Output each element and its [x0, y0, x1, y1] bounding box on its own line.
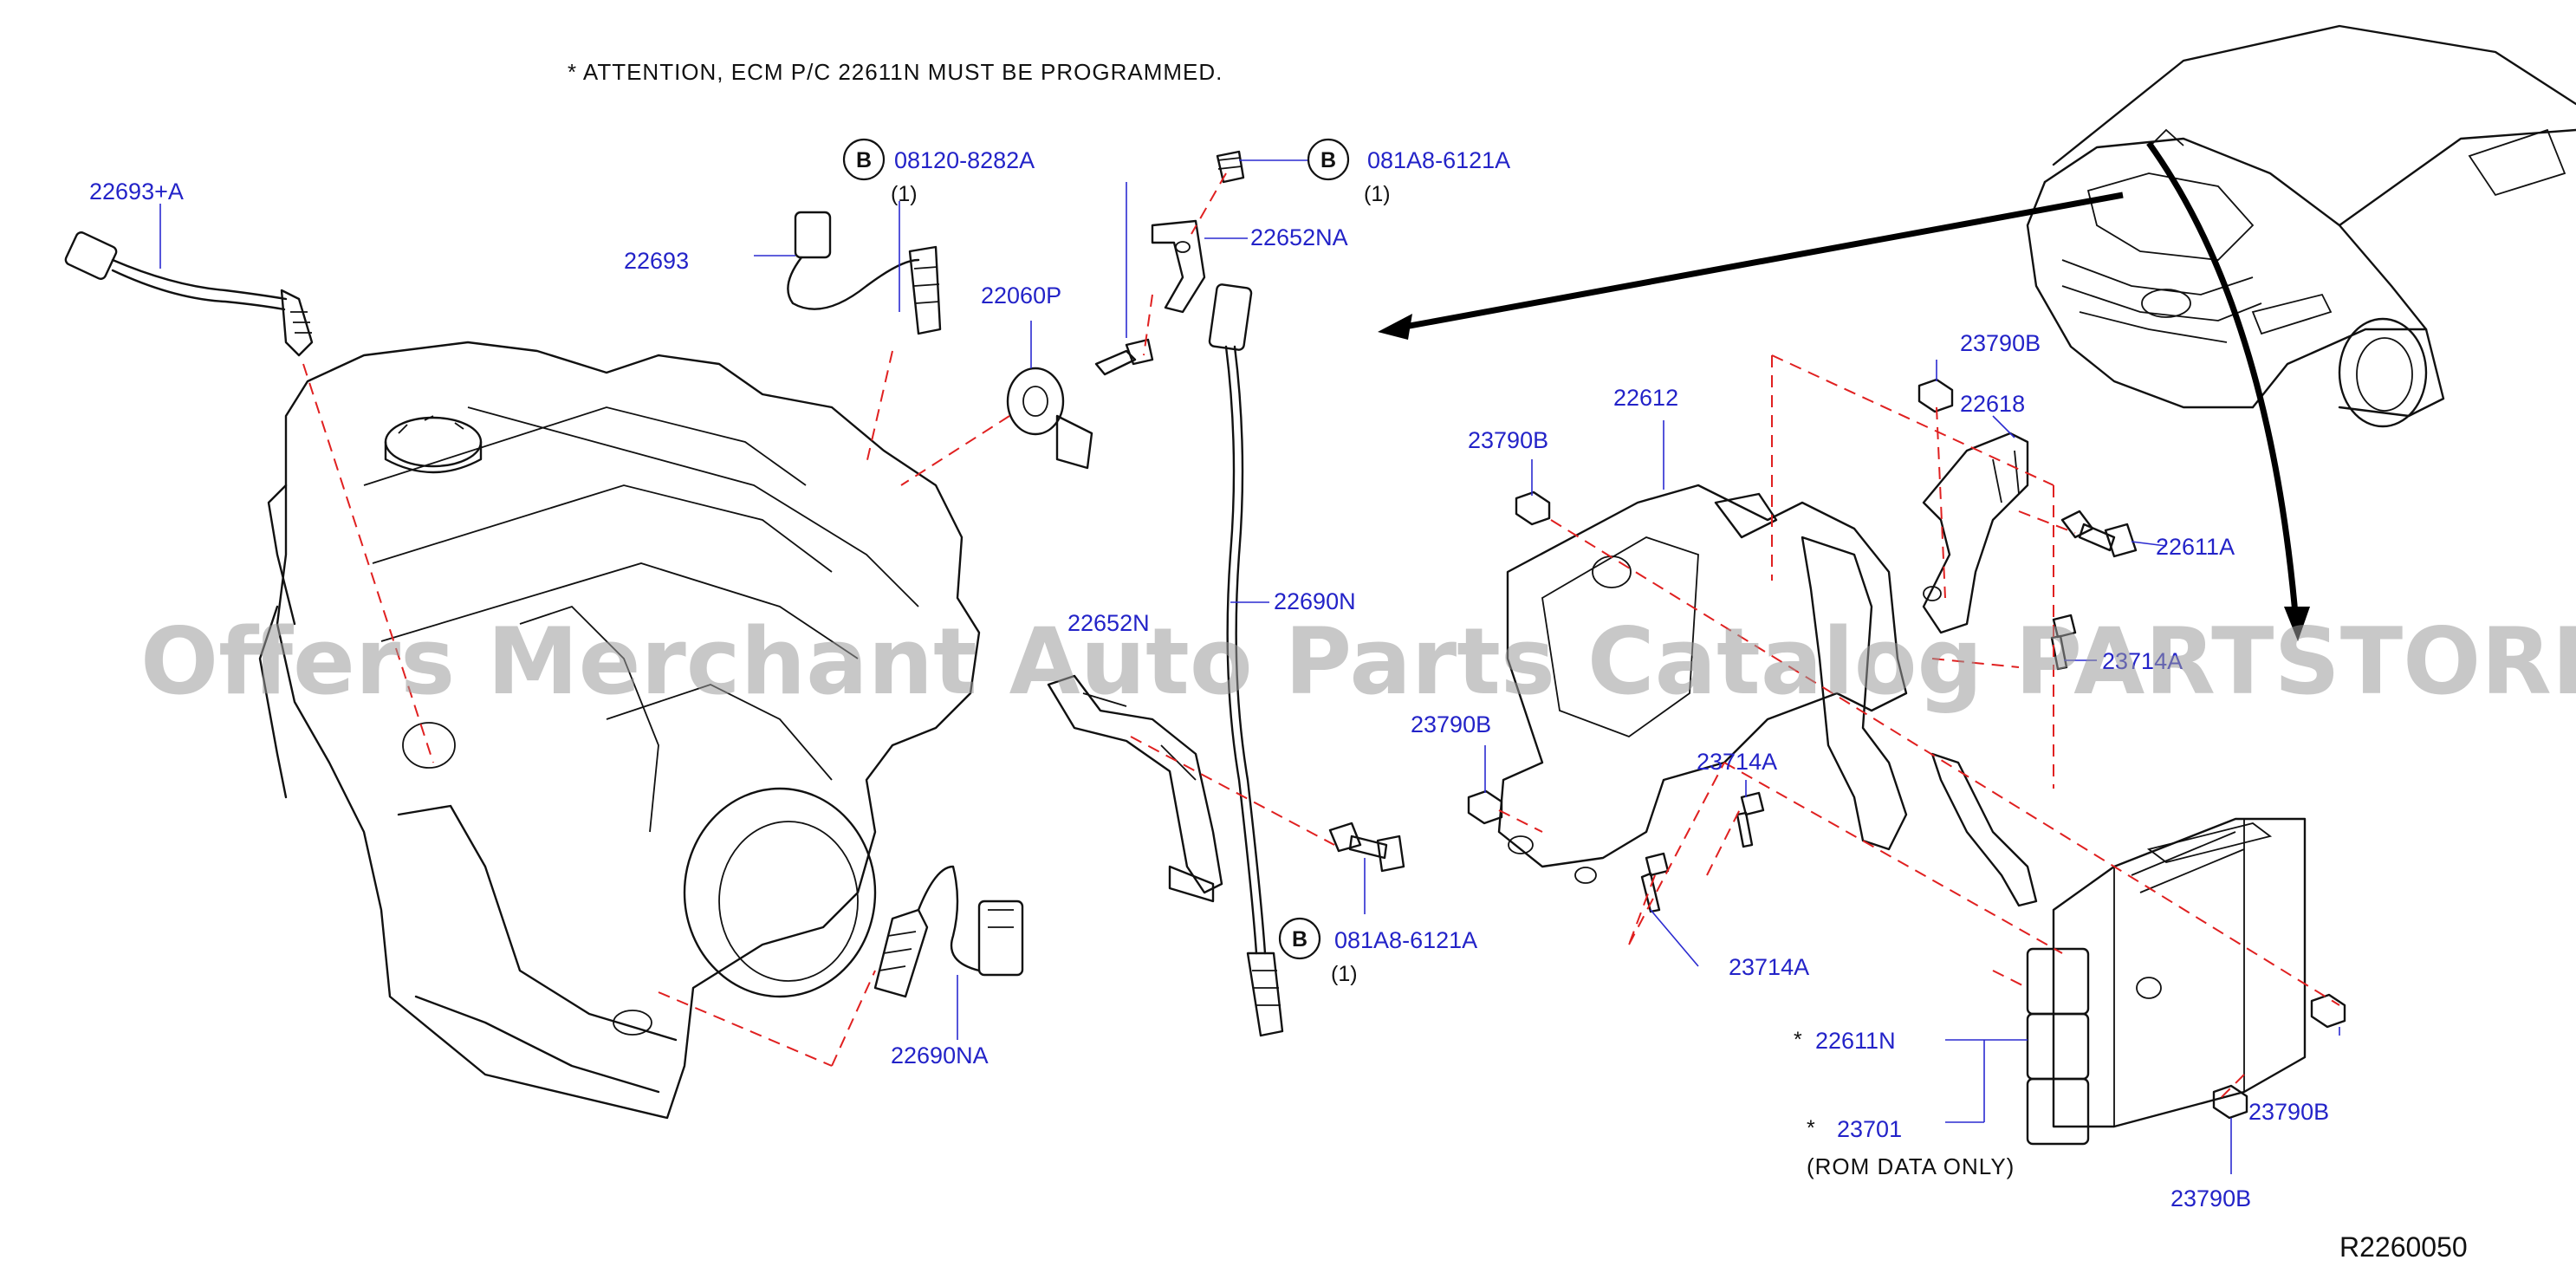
callout-part-number[interactable]: 081A8-6121A — [1334, 927, 1477, 953]
label-22690n[interactable]: 22690N — [1274, 588, 1356, 614]
label-22060p[interactable]: 22060P — [981, 283, 1061, 309]
bracket-22652na — [1151, 150, 1245, 314]
label-23790b-left[interactable]: 23790B — [1468, 427, 1548, 453]
label-22652na[interactable]: 22652NA — [1250, 224, 1348, 250]
label-22611n[interactable]: 22611N — [1815, 1028, 1896, 1054]
callout-letter: B — [856, 148, 872, 172]
knock-sensor-22060p — [1006, 338, 1154, 470]
callout-quantity: (1) — [891, 182, 918, 206]
callout-letter: B — [1320, 148, 1336, 172]
label-22690na[interactable]: 22690NA — [891, 1042, 989, 1068]
bolt-callout-08120-8282a: B 08120-8282A (1) — [842, 138, 1035, 206]
bolt-icons — [1328, 510, 2138, 913]
label-23790b-mid[interactable]: 23790B — [1411, 711, 1491, 737]
label-22612[interactable]: 22612 — [1613, 385, 1678, 411]
callout-part-number[interactable]: 08120-8282A — [894, 147, 1035, 173]
callout-quantity: (1) — [1364, 182, 1391, 206]
attention-note: * ATTENTION, ECM P/C 22611N MUST BE PROG… — [568, 59, 1223, 85]
dashed-leader-lines — [302, 172, 2340, 1101]
star-note-23701: * — [1807, 1116, 1815, 1140]
label-23790b-ecm-bottom[interactable]: 23790B — [2170, 1185, 2251, 1211]
label-22618[interactable]: 22618 — [1960, 391, 2025, 417]
bolt-callout-081a8-6121a-top: B 081A8-6121A (1) — [1307, 138, 1510, 206]
label-22652n[interactable]: 22652N — [1067, 610, 1150, 636]
callout-quantity: (1) — [1331, 962, 1358, 986]
bolt-callout-081a8-6121a-bottom: B 081A8-6121A (1) — [1278, 917, 1477, 986]
bracket-22652n — [1047, 674, 1223, 903]
label-23714a-right[interactable]: 23714A — [2102, 648, 2183, 674]
o2-sensor-22690na — [873, 865, 1024, 998]
bracket-22618 — [1922, 432, 2029, 634]
watermark-text: Offers Merchant Auto Parts Catalog PARTS… — [140, 608, 2576, 715]
o2-sensor-22693a — [64, 231, 314, 357]
o2-sensor-22693 — [787, 211, 942, 335]
label-23790b-top[interactable]: 23790B — [1960, 330, 2041, 356]
diagram-reference-code: R2260050 — [2339, 1231, 2468, 1263]
o2-sensor-22690n — [1208, 283, 1284, 1037]
label-23714a-mid[interactable]: 23714A — [1697, 749, 1777, 775]
label-23790b-ecm-right[interactable]: 23790B — [2248, 1099, 2329, 1125]
nut-icons — [1467, 378, 2346, 1120]
engine-illustration — [258, 341, 981, 1120]
label-22693[interactable]: 22693 — [624, 248, 689, 274]
ecm-bracket-22612 — [1497, 484, 2038, 907]
label-22611a[interactable]: 22611A — [2156, 534, 2235, 560]
label-23714a-bottom[interactable]: 23714A — [1729, 954, 1809, 980]
label-leader-lines — [159, 159, 2340, 1174]
label-22693a[interactable]: 22693+A — [89, 179, 184, 205]
callout-part-number[interactable]: 081A8-6121A — [1367, 147, 1510, 173]
vehicle-location-illustration — [2026, 24, 2576, 428]
rom-data-note: (ROM DATA ONLY) — [1807, 1153, 2015, 1179]
ecm-unit-22611n — [2026, 817, 2307, 1146]
star-note-22611n: * — [1794, 1028, 1802, 1052]
label-23701[interactable]: 23701 — [1837, 1116, 1902, 1142]
callout-letter: B — [1292, 927, 1307, 952]
location-arrows — [1378, 140, 2310, 641]
